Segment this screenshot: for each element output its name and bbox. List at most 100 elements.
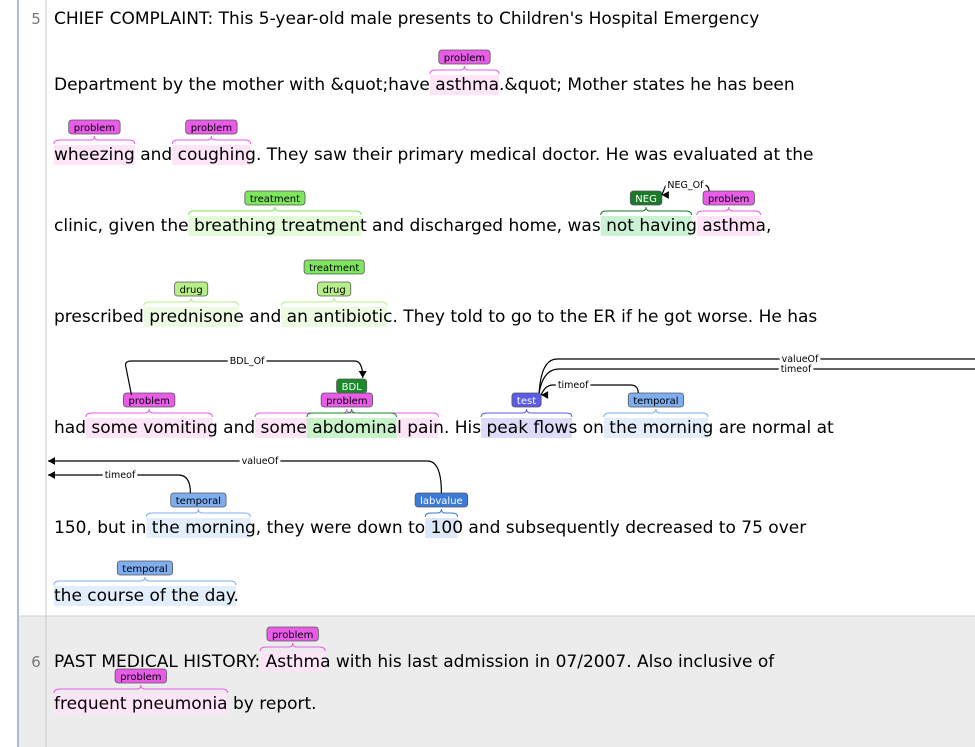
relation-label-bg — [227, 355, 267, 366]
entity-highlights — [54, 75, 761, 714]
entity-label-text: problem — [708, 194, 749, 205]
entity-label-text: problem — [272, 630, 313, 641]
entity-brace — [171, 135, 252, 145]
entity-highlight-drug — [143, 307, 239, 327]
valueof-arc-outgoing — [538, 358, 975, 394]
entity-highlight-problem — [54, 145, 135, 165]
sentence-text-line: the course of the day. — [54, 586, 239, 606]
sentence-text-line: PAST MEDICAL HISTORY: Asthma with his la… — [54, 652, 775, 672]
timeof-arc-incoming — [48, 474, 192, 494]
entity-brace — [85, 408, 213, 418]
relation-arcs: NEG_OfBDL_OftimeofvalueOftimeofvalueOfti… — [48, 179, 975, 494]
entity-label-text: temporal — [122, 564, 167, 575]
entity-highlight-problem — [54, 694, 228, 714]
entity-label-treatment[interactable] — [244, 190, 306, 206]
sentence-text-line: had some vomiting and some abdominal pai… — [54, 418, 834, 438]
entity-label-text: BDL — [342, 382, 363, 393]
sentence-text-line: frequent pneumonia by report. — [54, 694, 317, 714]
entity-brace — [429, 65, 500, 75]
entity-brace — [188, 206, 362, 216]
entity-brace — [603, 408, 709, 418]
entity-label-problem[interactable] — [702, 190, 755, 206]
arc-arrowhead — [661, 191, 669, 199]
sentence-text-line: clinic, given the breathing treatment an… — [54, 216, 771, 236]
entity-label-problem[interactable] — [68, 119, 121, 135]
entity-label-treatment[interactable] — [303, 259, 365, 275]
arc-arrowhead — [48, 471, 55, 479]
entity-label-text: temporal — [633, 396, 678, 407]
entity-brace — [280, 297, 388, 307]
relation-label-bg — [665, 179, 706, 190]
entity-highlight-temporal — [54, 586, 236, 606]
entity-label-problem[interactable] — [114, 668, 167, 684]
sentence-number[interactable]: 6 — [31, 653, 41, 671]
entity-label-text: problem — [128, 396, 169, 407]
arc-arrowhead — [358, 371, 367, 378]
valueof-arc-incoming — [48, 460, 442, 494]
entity-label-text: problem — [74, 123, 115, 134]
entity-label-test[interactable] — [511, 392, 542, 408]
entity-highlight-problem — [172, 145, 251, 165]
entity-highlight-problem — [85, 418, 213, 438]
entity-brace — [259, 642, 326, 652]
relation-label[interactable]: NEG_Of — [667, 180, 704, 191]
entity-label-drug[interactable] — [174, 281, 209, 297]
timeof-arc-1 — [540, 384, 639, 396]
entity-highlight-neg — [600, 216, 692, 236]
entity-brace — [143, 297, 239, 307]
entity-label-problem[interactable] — [185, 119, 238, 135]
sentence-6-background — [18, 616, 975, 747]
sentence-text-line: CHIEF COMPLAINT: This 5-year-old male pr… — [54, 9, 759, 29]
entity-label-problem[interactable] — [123, 392, 176, 408]
entity-brace — [600, 206, 692, 216]
entity-highlight-drug — [281, 307, 388, 327]
sentence-text-line: Department by the mother with &quot;have… — [54, 75, 795, 95]
entity-label-bdl[interactable] — [336, 378, 368, 394]
entity-brace — [53, 576, 237, 586]
entity-brace — [306, 408, 397, 418]
bdl-of-arc — [124, 360, 364, 396]
relation-label-bg — [779, 353, 821, 364]
relation-label[interactable]: timeof — [105, 470, 136, 481]
entity-brace — [254, 408, 440, 418]
entity-highlight-temporal — [146, 518, 251, 538]
entity-label-problem[interactable] — [266, 626, 319, 642]
sentence-number[interactable]: 5 — [31, 10, 41, 28]
sentence-text-line: 150, but in the morning, they were down … — [54, 518, 806, 538]
relation-label-bg — [555, 379, 591, 390]
relation-label[interactable]: BDL_Of — [230, 356, 265, 367]
entity-label-problem[interactable] — [438, 49, 491, 65]
relation-label[interactable]: timeof — [781, 364, 812, 375]
entity-highlight-labvalue — [425, 518, 458, 538]
entity-label-text: test — [517, 396, 536, 407]
entity-highlight-temporal — [603, 418, 708, 438]
entity-label-temporal[interactable] — [627, 392, 684, 408]
entity-label-text: drug — [323, 285, 346, 296]
entity-label-text: problem — [444, 53, 485, 64]
timeof-arc-outgoing — [538, 368, 975, 394]
entity-brace — [53, 684, 229, 694]
entity-label-neg[interactable] — [629, 190, 663, 206]
entity-highlight-problem — [260, 652, 326, 672]
entity-brace — [696, 206, 762, 216]
entity-label-text: treatment — [250, 194, 300, 205]
entity-brace — [424, 508, 459, 518]
arc-arrowhead — [541, 391, 549, 399]
relation-label[interactable]: valueOf — [782, 354, 819, 365]
entity-label-temporal[interactable] — [116, 560, 174, 576]
relation-label-bg — [239, 455, 281, 466]
relation-label-bg — [778, 363, 814, 374]
entity-highlight-problem — [696, 216, 761, 236]
entity-label-drug[interactable] — [317, 281, 352, 297]
relation-label[interactable]: timeof — [558, 380, 589, 391]
entity-brace — [53, 135, 136, 145]
sentence-text-line: wheezing and coughing. They saw their pr… — [54, 145, 813, 165]
relation-label[interactable]: valueOf — [242, 456, 279, 467]
entity-brace — [145, 508, 251, 518]
entity-label-text: drug — [180, 285, 203, 296]
entity-label-text: problem — [326, 396, 367, 407]
entity-label-temporal[interactable] — [170, 492, 227, 508]
entity-label-text: problem — [120, 672, 161, 683]
entity-label-text: problem — [191, 123, 232, 134]
arc-arrowhead — [48, 457, 55, 465]
